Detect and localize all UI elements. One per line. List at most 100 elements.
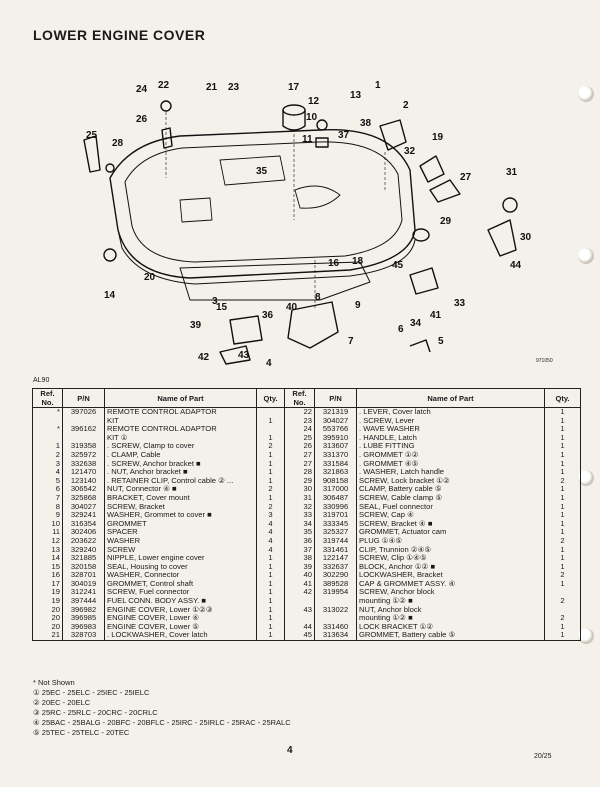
callout-24: 24 [136, 84, 148, 95]
ref-no-cell: 38 [284, 554, 315, 563]
part-number-cell: 396983 [62, 622, 105, 632]
part-name-cell: ENGINE COVER, Lower ④ [104, 614, 257, 623]
footnote: ① 25EC - 25ELC - 25IEC - 25IELC [33, 688, 150, 697]
qty-cell: 1 [544, 622, 581, 632]
part-number-cell: 329241 [62, 511, 105, 520]
engine-cover-outline [109, 128, 416, 279]
callout-34: 34 [410, 318, 422, 329]
qty-cell: 1 [544, 562, 581, 572]
ref-no-cell: 19 [32, 588, 63, 598]
qty-cell: 3 [256, 511, 285, 520]
part-number-cell: 321319 [314, 407, 357, 417]
callout-15: 15 [216, 302, 228, 313]
qty-cell: 2 [256, 442, 285, 451]
part-number-cell: 908158 [314, 476, 357, 486]
ref-no-cell: 23 [284, 416, 315, 426]
part-name-cell: SCREW, Lock bracket ①② [356, 476, 545, 486]
part-name-cell: KIT ① [104, 433, 257, 443]
part-name-cell: SCREW, Anchor block [356, 588, 545, 598]
part-name-cell: NUT, Anchor block [356, 605, 545, 615]
part-name-cell: CAP & GROMMET ASSY. ④ [356, 579, 545, 589]
part-number-cell: 325327 [314, 528, 357, 537]
part-name-cell: . CLAMP, Cable [104, 450, 257, 460]
callout-25: 25 [86, 130, 98, 141]
callout-11: 11 [302, 134, 313, 145]
qty-cell: 2 [544, 597, 581, 606]
cover-mount-bracket [287, 301, 339, 349]
part-number-cell [62, 433, 105, 443]
part-number-cell: 330996 [314, 502, 357, 512]
qty-cell [256, 407, 285, 417]
part-number-cell: 306487 [314, 493, 357, 503]
part-name-cell: CLIP, Trunnion ②④⑤ [356, 545, 545, 555]
ref-no-cell: 35 [284, 528, 315, 537]
ref-no-cell: 6 [32, 485, 63, 494]
part-name-cell: . RETAINER CLIP, Control cable ② ... [104, 476, 257, 486]
header-name: Name of Part [104, 388, 257, 408]
part-number-cell: 320158 [62, 562, 105, 572]
part-number-cell: 332637 [314, 562, 357, 572]
part-name-cell: . SCREW, Clamp to cover [104, 442, 257, 451]
ref-no-cell: 33 [284, 511, 315, 520]
qty-cell: 1 [544, 485, 581, 494]
ref-no-cell: 2 [32, 450, 63, 460]
callout-38: 38 [360, 118, 372, 129]
callout-18: 18 [352, 256, 364, 267]
footnote: * Not Shown [33, 678, 75, 687]
callout-14: 14 [104, 290, 116, 301]
footnotes: * Not Shown ① 25EC - 25ELC - 25IEC - 25I… [33, 678, 291, 738]
qty-cell: 1 [256, 571, 285, 580]
part-name-cell: SCREW [104, 545, 257, 555]
part-name-cell: REMOTE CONTROL ADAPTOR [104, 407, 257, 417]
part-name-cell: GROMMET, Actuator cam [356, 528, 545, 537]
part-name-cell: SCREW, Cap ④ [356, 511, 545, 520]
part-name-cell: WASHER [104, 536, 257, 546]
ref-no-cell: 7 [32, 493, 63, 503]
qty-cell: 1 [544, 493, 581, 503]
part-number-cell: 553766 [314, 425, 357, 434]
part-number-cell: 328701 [62, 571, 105, 580]
qty-cell: 1 [544, 450, 581, 460]
parts-table: Ref. No. P/N Name of Part Qty. Ref. No. … [32, 388, 581, 642]
part-number-cell: 325972 [62, 450, 105, 460]
part-name-cell: WASHER, Grommet to cover ■ [104, 511, 257, 520]
footnote: ③ 25RC - 25RLC - 20CRC - 20CRLC [33, 708, 158, 717]
part-number-cell: 321885 [62, 554, 105, 563]
footnote: ⑤ 25TEC - 25TELC - 20TEC [33, 728, 130, 737]
part-name-cell: . WAVE WASHER [356, 425, 545, 434]
ref-no-cell: * [32, 407, 63, 417]
qty-cell: 2 [544, 571, 581, 580]
part-number-cell: 304027 [314, 416, 357, 426]
qty-cell: 4 [256, 519, 285, 529]
part-number-cell: 319358 [62, 442, 105, 451]
page-number: 4 [287, 745, 293, 756]
part-number-cell: 331460 [314, 622, 357, 632]
qty-cell: 1 [256, 476, 285, 486]
qty-cell: 2 [256, 485, 285, 494]
callout-32: 32 [404, 146, 416, 157]
ref-no-cell: 45 [284, 631, 315, 642]
part-number-cell: 331461 [314, 545, 357, 555]
callout-4: 4 [266, 358, 272, 369]
qty-cell: 1 [544, 442, 581, 451]
part-number-cell: 397444 [62, 597, 105, 606]
ref-no-cell: 22 [284, 407, 315, 417]
callout-35: 35 [256, 166, 268, 177]
part-name-cell: LOCK BRACKET ①② [356, 622, 545, 632]
qty-cell: 1 [256, 459, 285, 469]
qty-cell: 1 [544, 554, 581, 563]
part-name-cell: . HANDLE, Latch [356, 433, 545, 443]
callout-44: 44 [510, 260, 522, 271]
qty-cell: 1 [256, 579, 285, 589]
